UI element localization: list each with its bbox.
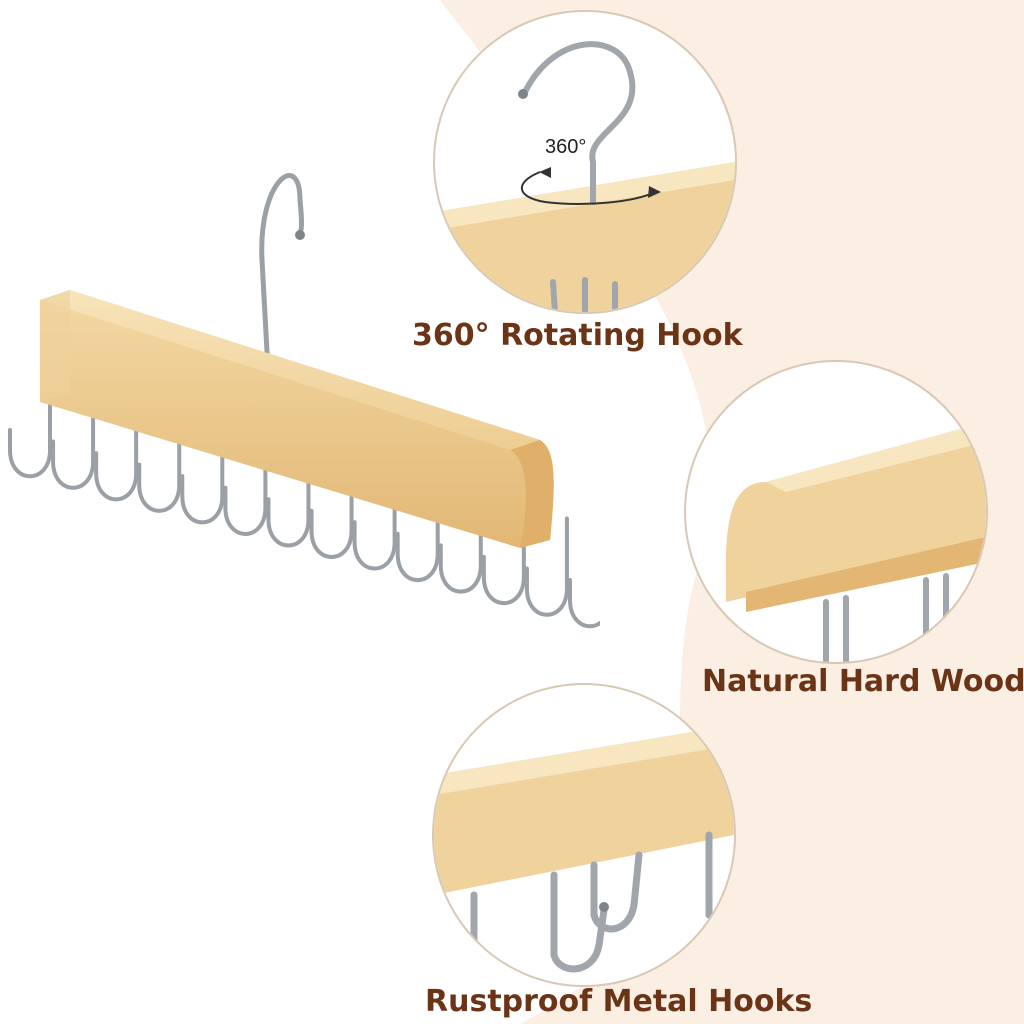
metal-hook bbox=[94, 401, 139, 502]
metal-hook bbox=[137, 412, 182, 513]
metal-hook bbox=[438, 493, 483, 594]
rotation-degree-label: 360° bbox=[545, 136, 587, 158]
metal-hooks bbox=[8, 378, 600, 629]
metal-hook bbox=[8, 378, 52, 479]
hanger-product-image bbox=[8, 173, 600, 629]
wooden-bar bbox=[40, 290, 554, 548]
hard-wood-caption: Natural Hard Wood bbox=[702, 664, 1024, 699]
metal-hook bbox=[352, 470, 397, 571]
metal-hooks-caption: Rustproof Metal Hooks bbox=[425, 984, 813, 1019]
rotating-hook-caption: 360° Rotating Hook bbox=[412, 318, 743, 353]
metal-hook bbox=[266, 447, 311, 548]
metal-hook bbox=[395, 481, 440, 582]
metal-hook bbox=[524, 516, 569, 617]
metal-hook bbox=[51, 389, 96, 490]
metal-hook bbox=[309, 458, 354, 559]
hard-wood-detail bbox=[684, 360, 988, 664]
metal-hook bbox=[223, 435, 268, 536]
metal-hooks-detail bbox=[432, 683, 736, 987]
metal-hook bbox=[568, 578, 600, 629]
rotating-hook-detail: 360° bbox=[433, 10, 737, 314]
metal-hook bbox=[481, 504, 526, 605]
metal-hook bbox=[180, 424, 225, 525]
swivel-hook bbox=[259, 173, 304, 373]
